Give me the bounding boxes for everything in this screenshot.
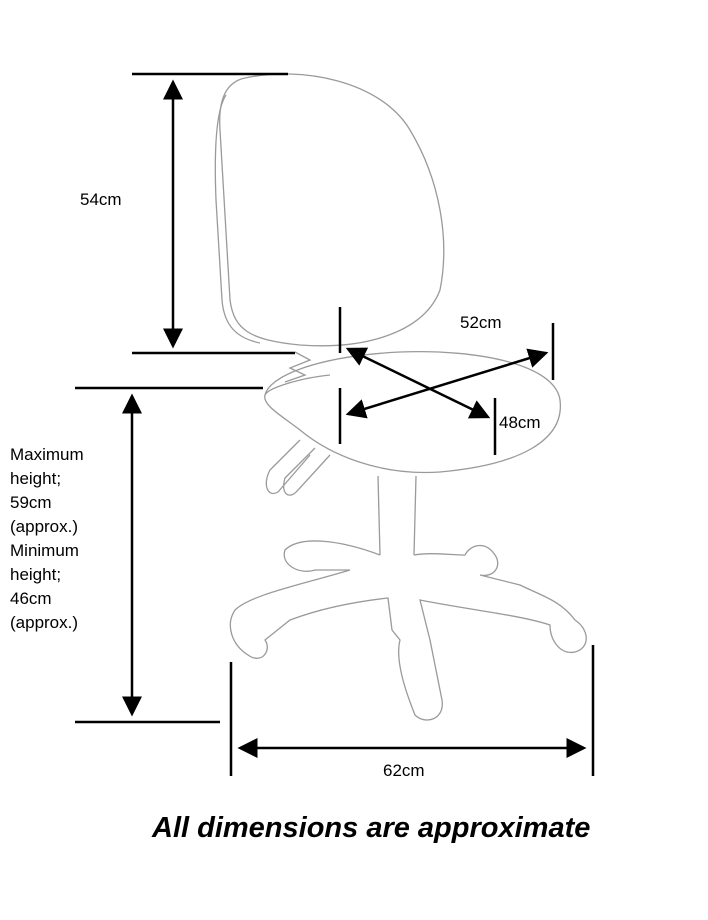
dimension-lines	[75, 72, 595, 776]
seat-height-label: Maximum height; 59cm (approx.) Minimum h…	[10, 443, 84, 635]
text-line: 59cm	[10, 493, 52, 512]
text-line: height;	[10, 469, 62, 488]
text-line: Minimum	[10, 541, 79, 560]
text-line: (approx.)	[10, 517, 79, 536]
base-width-label: 62cm	[383, 761, 425, 780]
text-line: Maximum	[10, 445, 84, 464]
backrest	[219, 73, 445, 347]
star-base	[229, 540, 587, 721]
seat-width-arrow	[345, 348, 549, 419]
text-line: (approx.)	[10, 613, 79, 632]
lever	[265, 439, 331, 496]
seat-width-label: 52cm	[460, 313, 502, 332]
seat-depth-label: 48cm	[499, 413, 541, 432]
text-line: 46cm	[10, 589, 52, 608]
text-line: height;	[10, 565, 62, 584]
backrest-height-label: 54cm	[80, 190, 122, 209]
footer-note: All dimensions are approximate	[152, 812, 591, 844]
gas-column	[377, 475, 417, 556]
